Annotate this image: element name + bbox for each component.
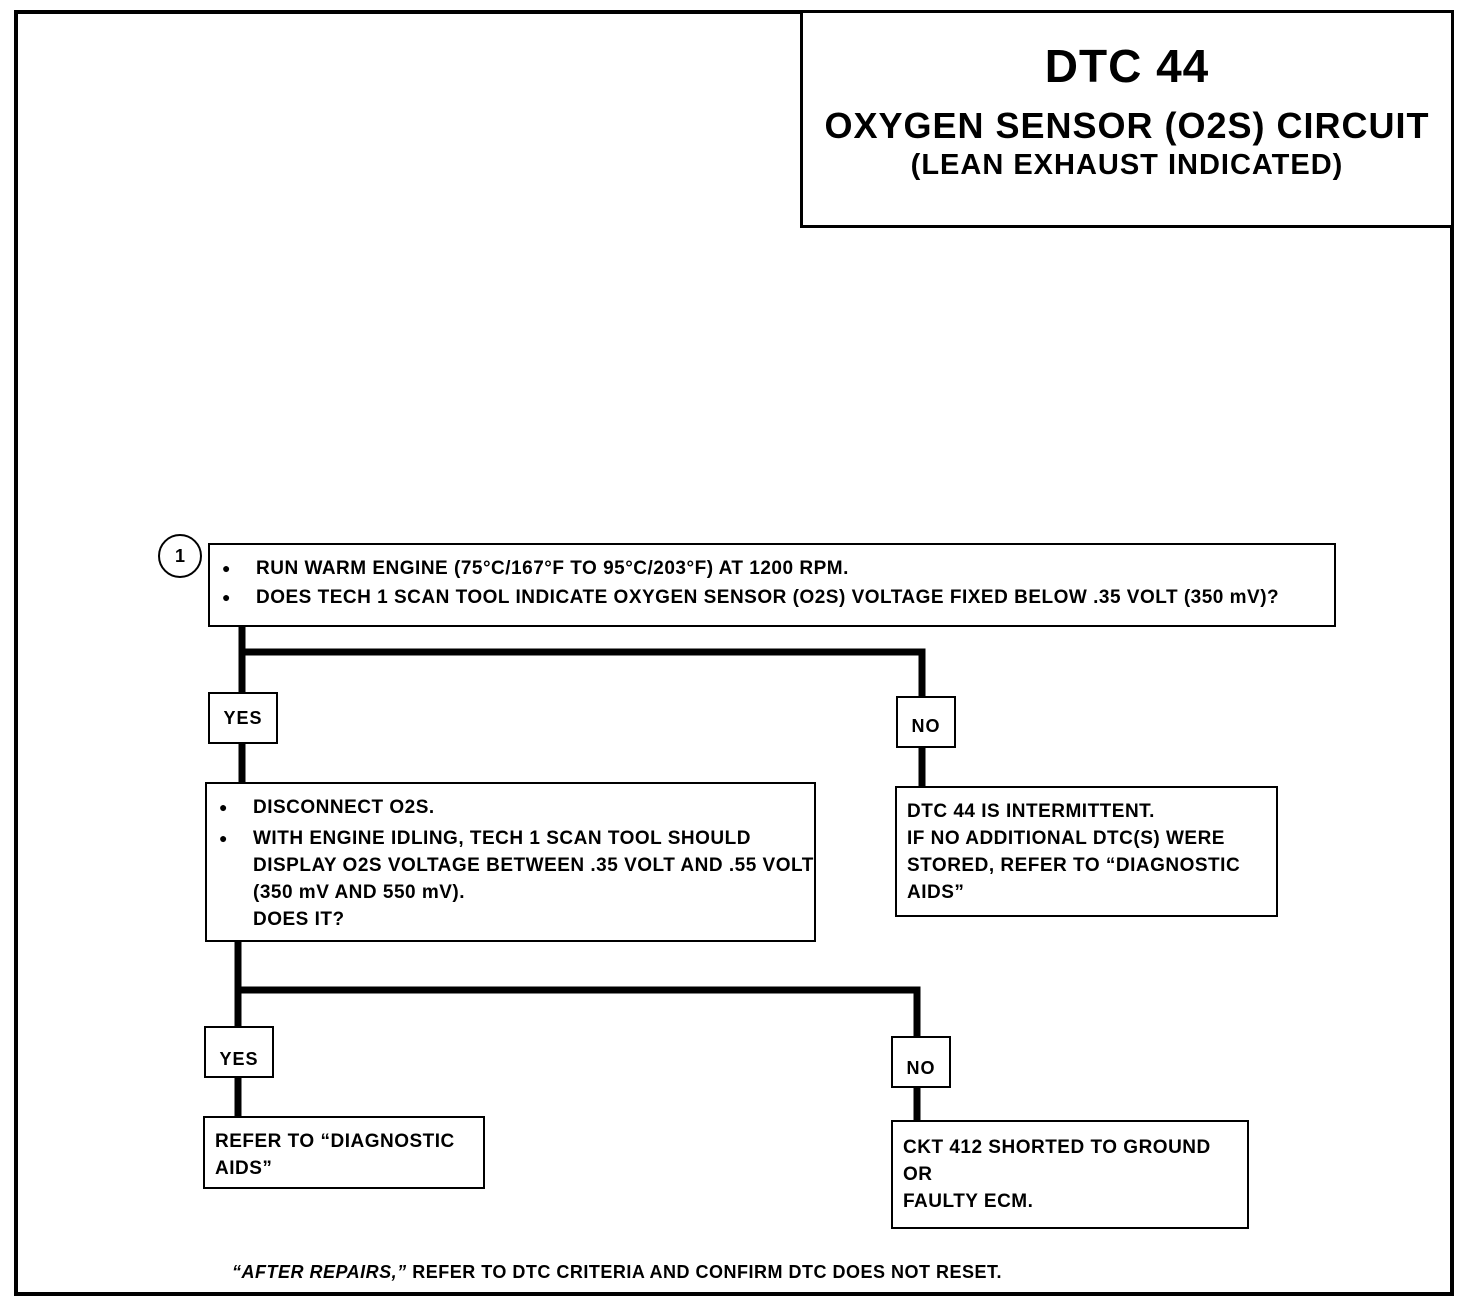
step1-bullet: RUN WARM ENGINE (75°C/167°F TO 95°C/203°… — [210, 555, 1334, 582]
ckt-shorted-box: CKT 412 SHORTED TO GROUND OR FAULTY ECM. — [891, 1120, 1249, 1229]
footnote-emphasis: “AFTER REPAIRS,” — [232, 1262, 407, 1282]
connector-step1-no — [238, 648, 926, 790]
diagnostic-aids-line: REFER TO “DIAGNOSTIC AIDS” — [215, 1131, 455, 1179]
page-title: OXYGEN SENSOR (O2S) CIRCUIT — [824, 105, 1430, 146]
o2s-bullet: DISCONNECT O2S. — [207, 794, 814, 821]
title-block: DTC 44 OXYGEN SENSOR (O2S) CIRCUIT (LEAN… — [800, 10, 1454, 228]
intermittent-line: IF NO ADDITIONAL DTC(S) WERE STORED, REF… — [907, 828, 1241, 903]
ckt-line: CKT 412 SHORTED TO GROUND — [903, 1137, 1211, 1158]
intermittent-line: DTC 44 IS INTERMITTENT. — [907, 801, 1155, 822]
yes-label: YES — [204, 1026, 274, 1078]
step-number-badge: 1 — [158, 534, 202, 578]
no-label: NO — [896, 696, 956, 748]
footnote-text: REFER TO DTC CRITERIA AND CONFIRM DTC DO… — [406, 1262, 1003, 1282]
diagnostic-aids-box: REFER TO “DIAGNOSTIC AIDS” — [203, 1116, 485, 1189]
step1-bullet: DOES TECH 1 SCAN TOOL INDICATE OXYGEN SE… — [210, 584, 1334, 611]
o2s-question: DOES IT? — [253, 909, 345, 930]
ckt-line: OR — [903, 1164, 933, 1185]
no-label: NO — [891, 1036, 951, 1088]
page-frame — [14, 10, 1454, 1296]
connector-step2-no — [234, 986, 921, 1124]
intermittent-box: DTC 44 IS INTERMITTENT. IF NO ADDITIONAL… — [895, 786, 1278, 917]
o2s-disconnect-box: DISCONNECT O2S. WITH ENGINE IDLING, TECH… — [205, 782, 816, 942]
o2s-bullet: WITH ENGINE IDLING, TECH 1 SCAN TOOL SHO… — [207, 825, 814, 906]
step1-box: RUN WARM ENGINE (75°C/167°F TO 95°C/203°… — [208, 543, 1336, 627]
page-subtitle: (LEAN EXHAUST INDICATED) — [910, 149, 1344, 181]
footnote: “AFTER REPAIRS,” REFER TO DTC CRITERIA A… — [232, 1262, 1002, 1283]
ckt-line: FAULTY ECM. — [903, 1191, 1034, 1212]
yes-label: YES — [208, 692, 278, 744]
dtc-code: DTC 44 — [1044, 40, 1210, 92]
